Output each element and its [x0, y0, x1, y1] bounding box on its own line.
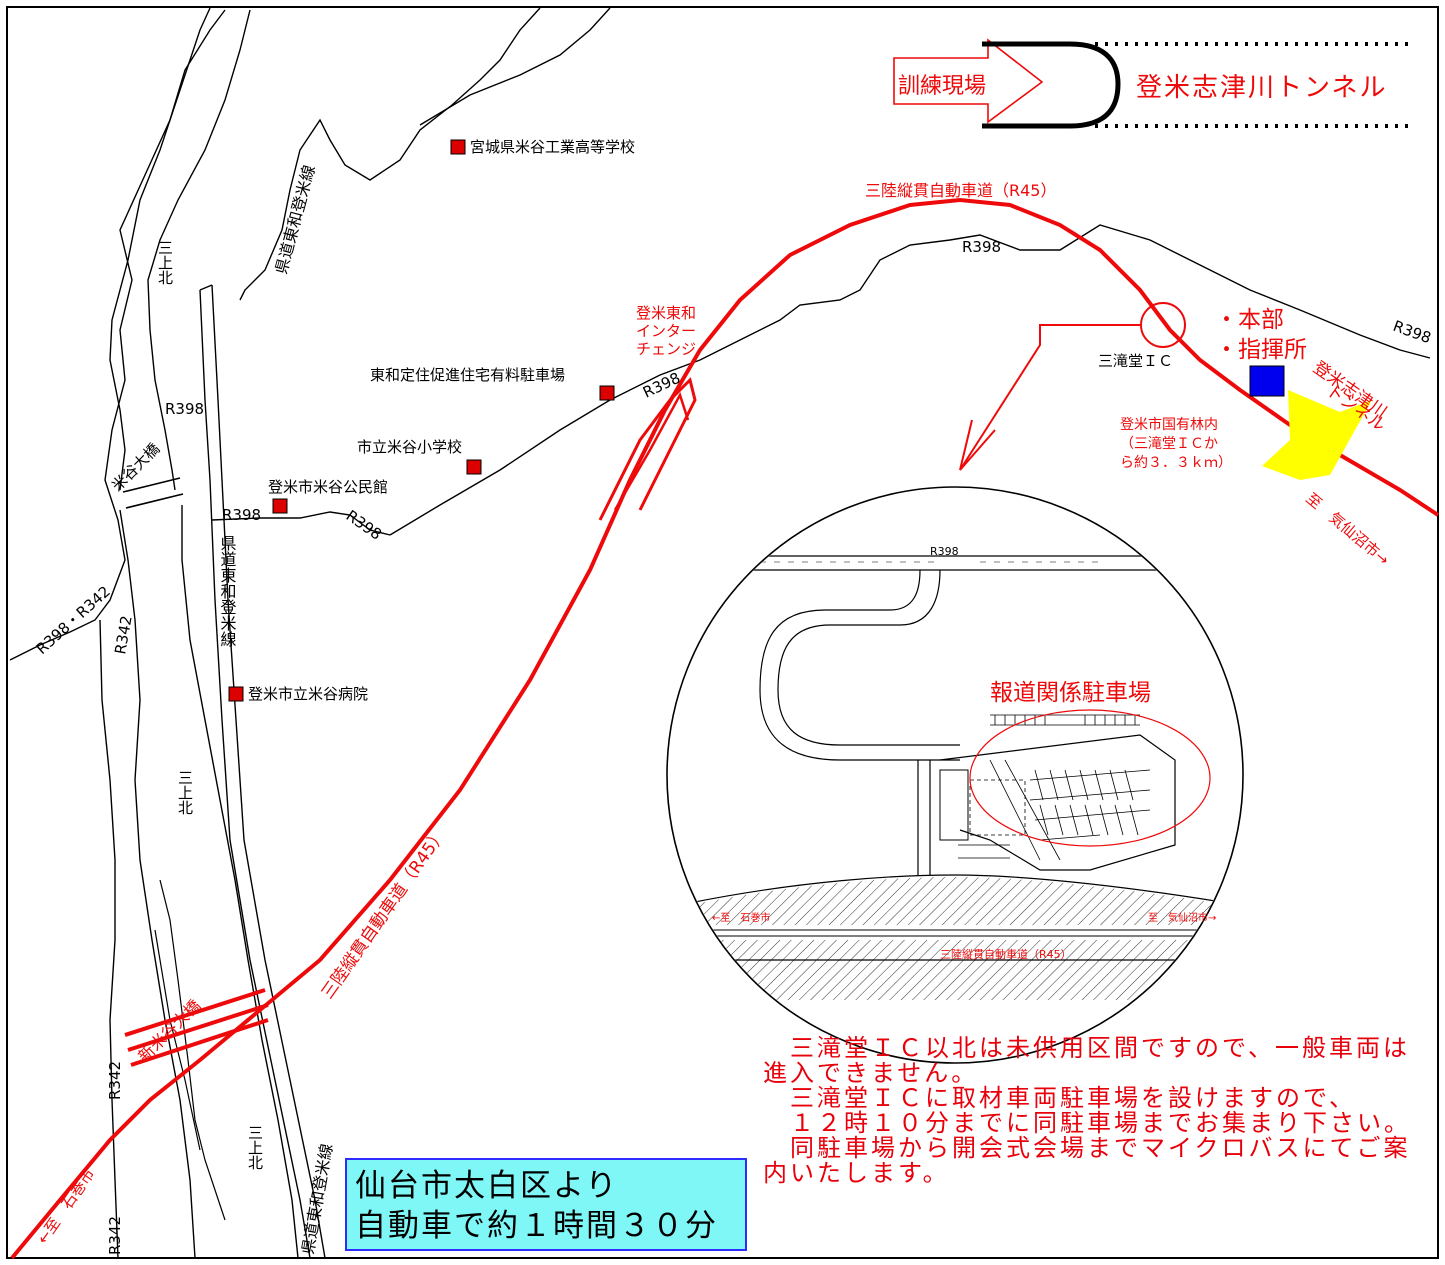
r398-label: R398 [962, 238, 1001, 256]
towa-ic-label: チェンジ [636, 340, 696, 358]
kendo-label: 県道東和登米線 [298, 1142, 336, 1256]
inset-r398-label: R398 [930, 545, 959, 558]
tunnel-bore [1095, 42, 1410, 128]
callout-line [959, 324, 1140, 471]
kendo-label: 県道東和登米線 [272, 163, 319, 276]
towa-ic-label: 登米東和 [636, 304, 696, 322]
inset-to-ishinomaki: ←至 石巻市 [712, 911, 770, 924]
notice-line: 進入できません。 [763, 1059, 979, 1087]
r398-label: R398 [165, 400, 204, 418]
landmark-label: 登米市立米谷病院 [248, 685, 368, 703]
parking-inset [666, 486, 1244, 1064]
forest-note: 登米市国有林内 [1120, 416, 1218, 433]
sanjohoku-label: 三上北 [246, 1125, 264, 1170]
callout-arrow [959, 419, 996, 471]
kendo-road-west-edge [199, 289, 311, 1259]
yonetani-bridge [122, 477, 184, 509]
landmark-marker [228, 686, 244, 702]
notice-line: 三滝堂ＩＣに取材車両駐車場を設けますので、 [763, 1084, 1357, 1112]
notice-line: 内いたします。 [763, 1159, 950, 1187]
access-time-box: 仙台市太白区より 自動車で約１時間３０分 [345, 1158, 747, 1251]
hq-label: ・本部 [1215, 307, 1284, 333]
tunnel-portal [982, 41, 1121, 129]
inset-to-kesennuma: 至 気仙沼市→ [1148, 911, 1216, 924]
notice-line: 三滝堂ＩＣ以北は未供用区間ですので、一般車両は [763, 1034, 1411, 1062]
river-bank-west-north [109, 7, 211, 491]
kendo-label: 県道東和登米線 [218, 535, 237, 647]
river-bank-west [119, 509, 196, 1259]
press-parking-area [969, 709, 1211, 847]
ridge-line-north [239, 7, 541, 301]
access-origin: 仙台市太白区より [355, 1168, 619, 1204]
landmark-label: 市立米谷小学校 [357, 438, 462, 456]
r342-label: R342 [106, 1216, 124, 1255]
to-ishinomaki-label: ←至 石巻市 [34, 1165, 99, 1247]
river-bank-east [181, 505, 299, 1259]
notice-line: １２時１０分までに同駐車場までお集まり下さい。 [763, 1109, 1411, 1137]
landmark-label: 東和定住促進住宅有料駐車場 [370, 366, 565, 384]
landmark-marker [450, 139, 466, 155]
command-post-label: ・指揮所 [1215, 337, 1307, 363]
r398-road-west [211, 511, 391, 536]
press-parking-title: 報道関係駐車場 [990, 680, 1151, 706]
map-frame [6, 6, 1439, 1259]
ridge-line-west [9, 9, 226, 661]
ridge-line-north-2 [419, 7, 611, 126]
r342-label: R342 [106, 1061, 124, 1100]
towa-ic-label: インター [636, 322, 696, 340]
landmark-label: 宮城県米谷工業高等学校 [470, 138, 635, 156]
landmark-marker [272, 498, 288, 514]
santakido-ic-label: 三滝堂ＩＣ [1098, 352, 1173, 370]
notice-line: 同駐車場から開会式会場までマイクロバスにてご案 [763, 1134, 1411, 1162]
r398-label: R398 [343, 507, 385, 544]
r398-label: R398 [222, 506, 261, 524]
expressway-label-top: 三陸縦貫自動車道（R45） [865, 181, 1056, 200]
sanjohoku-label: 三上北 [156, 240, 174, 285]
inset-expressway-label: 三陸縦貫自動車道（R45） [940, 947, 1072, 961]
r398-label: R398 [1391, 317, 1434, 347]
sanjohoku-label: 三上北 [176, 770, 194, 815]
access-duration: 自動車で約１時間３０分 [355, 1208, 718, 1244]
forest-note: ら約３．３ｋｍ） [1120, 455, 1232, 471]
towa-ic-ramp [598, 377, 697, 521]
river-island [159, 879, 226, 1221]
landmark-marker [466, 459, 482, 475]
kendo-road-east-edge [211, 284, 326, 1259]
landmark-marker [599, 385, 615, 401]
sanriku-expressway [10, 197, 1440, 1260]
tunnel-marker [1262, 390, 1372, 480]
river-bank-east-north [147, 9, 251, 491]
tunnel-legend-label: 登米志津川トンネル [1136, 73, 1387, 103]
r398-road-east [389, 224, 1431, 536]
training-site-arrow [893, 38, 1044, 124]
expressway-label-diag: 三陸縦貫自動車道（R45） [318, 825, 451, 1003]
landmark-label: 登米市米谷公民館 [268, 478, 388, 496]
r398-r342-label: R398・R342 [33, 582, 114, 658]
yonetani-bridge-label: 米谷大橋 [108, 440, 163, 495]
r342-label: R342 [111, 614, 136, 656]
notice-text: 三滝堂ＩＣ以北は未供用区間ですので、一般車両は 進入できません。 三滝堂ＩＣに取… [763, 1036, 1443, 1186]
shin-yonetani-bridge [124, 988, 269, 1067]
training-site-label: 訓練現場 [898, 74, 986, 99]
r342-road [99, 619, 119, 1259]
santakido-ic-marker [1140, 302, 1186, 348]
hq-marker [1249, 365, 1285, 397]
forest-note: （三滝堂ＩＣか [1120, 436, 1218, 452]
to-kesennuma-label: 至 気仙沼市→ [1302, 489, 1392, 569]
